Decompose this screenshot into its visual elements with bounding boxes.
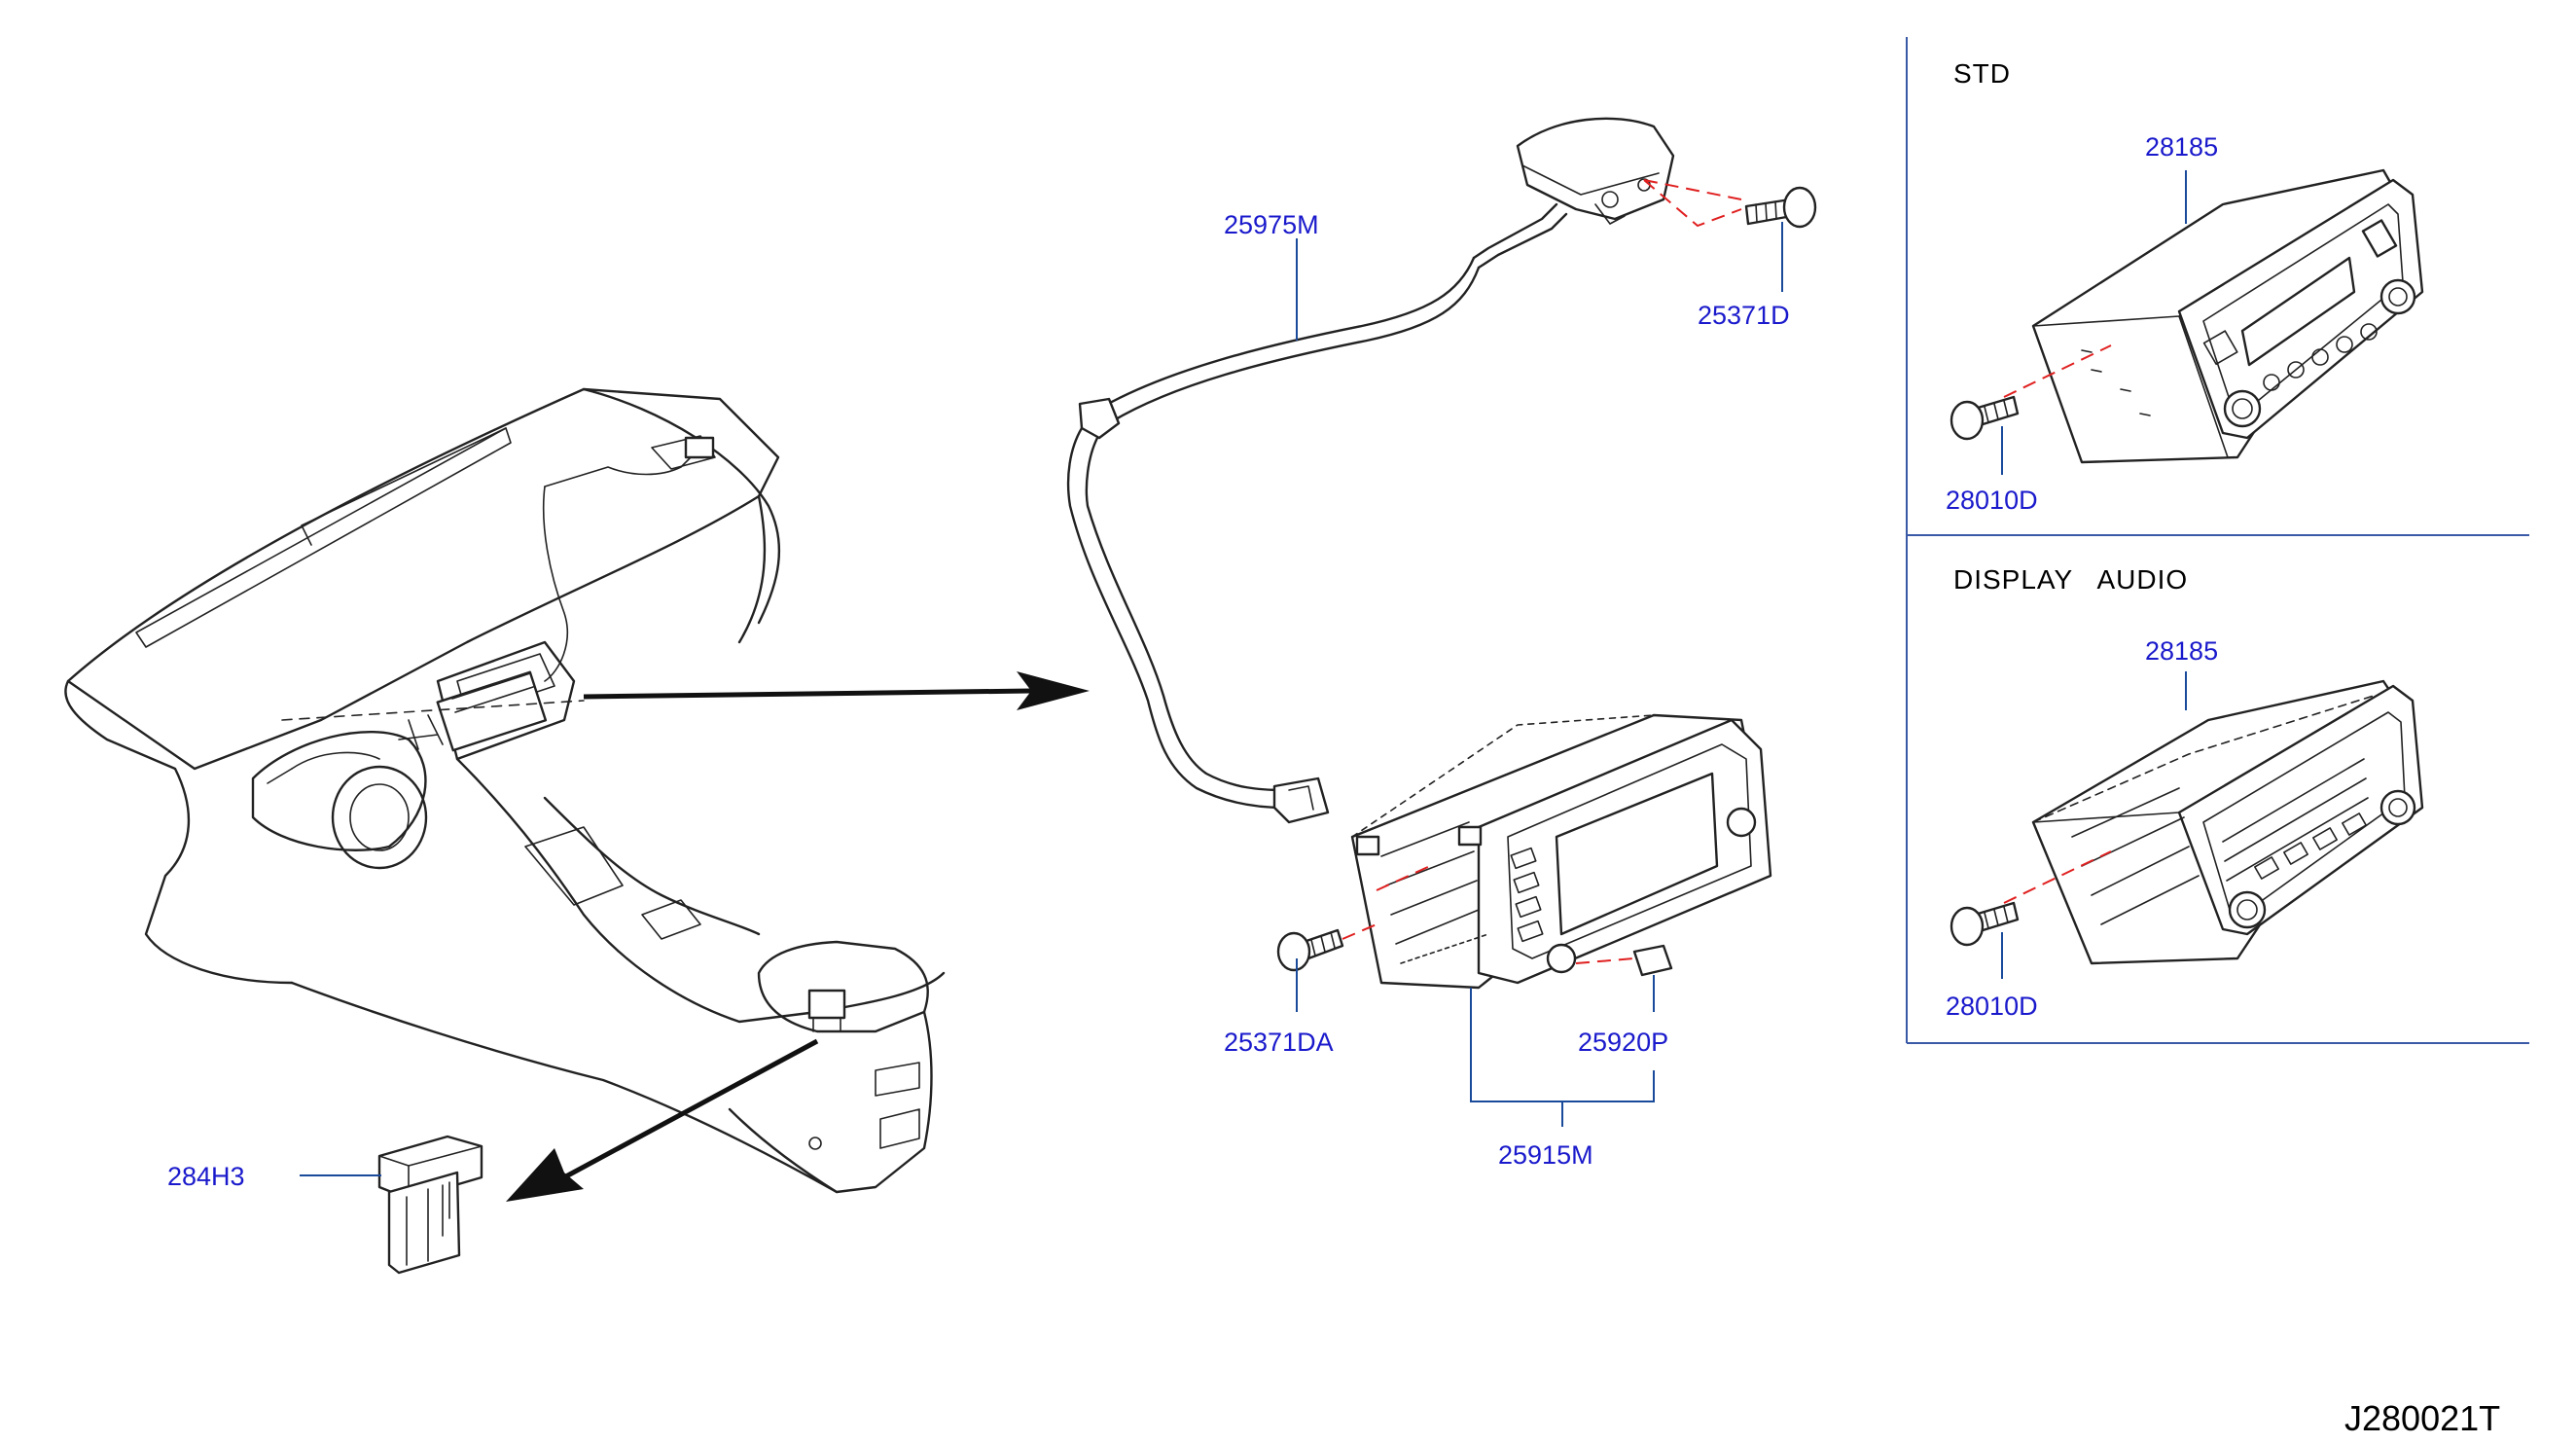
label-std-28185: 28185 [2145,132,2218,162]
screw-25371DA [1276,923,1377,972]
section-labels: STD DISPLAY AUDIO [1953,58,2188,595]
label-25915M: 25915M [1498,1140,1593,1170]
screw-25371D [1643,179,1817,229]
display-audio-radio-28185 [2003,679,2424,965]
arrow-to-switch [506,1038,819,1202]
screw-display-audio-28010D [1950,901,2020,947]
section-display-audio: DISPLAY AUDIO [1953,564,2188,595]
label-25371DA: 25371DA [1224,1028,1334,1057]
antenna-cable [1066,117,1675,824]
std-radio-28185 [2003,168,2424,464]
diagram-id: J280021T [2344,1398,2500,1438]
label-std-28010D: 28010D [1946,486,2038,515]
section-std: STD [1953,58,2011,89]
arrow-to-radio [583,671,1090,710]
switch-284H3 [377,1135,483,1275]
variant-frames [1906,37,2529,1044]
label-25975M: 25975M [1224,210,1319,239]
bracket-25920P [1575,944,1673,977]
display-radio-25915M [1350,713,1772,990]
label-display-audio-28185: 28185 [2145,636,2218,666]
dashboard-illustration [64,387,946,1194]
label-284H3: 284H3 [167,1162,245,1191]
label-25371D: 25371D [1698,301,1790,330]
screw-std-28010D [1950,395,2020,441]
leader-lines [300,170,2187,1176]
label-25920P: 25920P [1578,1028,1668,1057]
part-labels: 25975M 25371D 25371DA 25920P 25915M 284H… [167,132,2218,1191]
label-display-audio-28010D: 28010D [1946,992,2038,1021]
